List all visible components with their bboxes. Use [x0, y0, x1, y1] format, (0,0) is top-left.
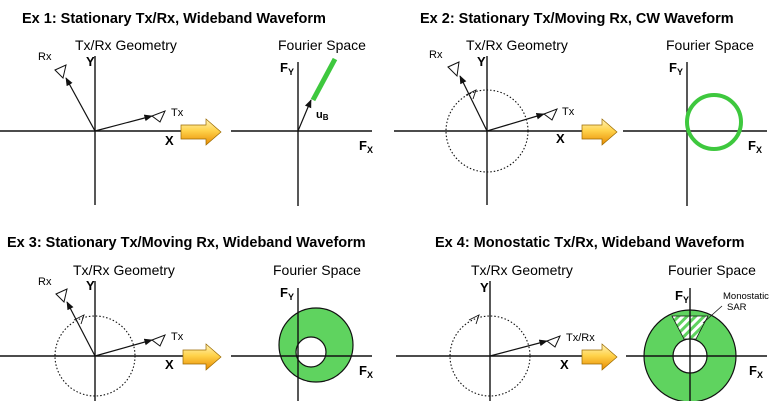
fourier-support-line [310, 57, 338, 102]
fx-label: FX [748, 138, 762, 155]
fourier-caption: Fourier Space [668, 262, 756, 278]
annotation-leader-line [702, 305, 723, 324]
rx-vector [66, 301, 96, 357]
ub-vector [297, 99, 312, 132]
fourier-caption: Fourier Space [273, 262, 361, 278]
rx-antenna-icon [447, 61, 460, 78]
txrx-antenna-icon [545, 335, 561, 348]
fy-label: FY [280, 60, 294, 77]
ub-label: uB [316, 109, 329, 122]
fy-label: FY [669, 60, 683, 77]
x-axis-label: X [556, 131, 565, 146]
x-axis-label: X [165, 133, 174, 148]
receiver-orbit-circle [445, 89, 529, 173]
tx-label: Tx [171, 107, 184, 119]
tx-vector [94, 338, 153, 357]
geometry-caption: Tx/Rx Geometry [466, 37, 568, 53]
fy-label: FY [675, 288, 689, 305]
example-3-title: Ex 3: Stationary Tx/Moving Rx, Wideband … [7, 235, 366, 251]
example-3-fourier-panel: Fourier Space FX FY [231, 262, 373, 401]
transform-arrow-4 [581, 343, 618, 371]
rx-label: Rx [38, 51, 52, 63]
geometry-caption: Tx/Rx Geometry [75, 37, 177, 53]
example-1: Ex 1: Stationary Tx/Rx, Wideband Wavefor… [0, 11, 373, 206]
tx-antenna-icon [150, 334, 166, 347]
orbit-direction-arrow [468, 314, 480, 325]
example-2: Ex 2: Stationary Tx/Moving Rx, CW Wavefo… [394, 11, 767, 206]
receiver-orbit-circle [54, 315, 136, 397]
fourier-caption: Fourier Space [278, 37, 366, 53]
tx-antenna-icon [150, 110, 166, 123]
example-2-geometry-panel: Tx/Rx Geometry X Y Rx Tx [394, 37, 582, 205]
tx-vector [486, 112, 545, 132]
example-1-fourier-panel: Fourier Space FX FY uB [231, 37, 373, 206]
y-axis-label: Y [86, 278, 95, 293]
example-1-geometry-panel: Tx/Rx Geometry X Y Rx Tx [0, 37, 196, 205]
rx-vector [65, 77, 96, 132]
transform-arrow-1 [180, 118, 222, 146]
fourier-caption: Fourier Space [666, 37, 754, 53]
tx-label: Tx [562, 106, 575, 118]
fy-label: FY [280, 285, 294, 302]
rx-antenna-icon [54, 64, 67, 79]
transform-arrow-2 [581, 118, 618, 146]
rx-label: Rx [38, 276, 52, 288]
example-4-geometry-panel: Tx/Rx Geometry X Y Tx/Rx [396, 262, 595, 401]
rx-label: Rx [429, 49, 443, 61]
geometry-caption: Tx/Rx Geometry [73, 262, 175, 278]
monostatic-annotation: Monostatic SAR [723, 291, 772, 313]
rx-antenna-icon [55, 288, 68, 303]
example-2-fourier-panel: Fourier Space FX FY [623, 37, 767, 206]
transform-arrow-3 [182, 343, 222, 371]
platform-orbit-circle [449, 315, 531, 397]
orbit-direction-arrow [465, 89, 477, 100]
txrx-label: Tx/Rx [566, 332, 595, 344]
geometry-caption: Tx/Rx Geometry [471, 262, 573, 278]
y-axis-label: Y [477, 54, 486, 69]
example-4-fourier-panel: Fourier Space Monostatic SAR FX FY [626, 262, 772, 401]
fx-label: FX [359, 138, 373, 155]
txrx-vector [489, 339, 548, 357]
example-3: Ex 3: Stationary Tx/Moving Rx, Wideband … [0, 235, 373, 401]
fx-label: FX [749, 363, 763, 380]
example-4: Ex 4: Monostatic Tx/Rx, Wideband Wavefor… [396, 235, 772, 401]
example-2-title: Ex 2: Stationary Tx/Moving Rx, CW Wavefo… [420, 11, 734, 27]
tx-vector [94, 114, 153, 132]
y-axis-label: Y [86, 54, 95, 69]
cw-fourier-ring [685, 93, 743, 151]
example-3-geometry-panel: Tx/Rx Geometry X Y Rx Tx [0, 262, 196, 401]
x-axis-label: X [560, 357, 569, 372]
fourier-annulus-inner [295, 336, 327, 368]
y-axis-label: Y [480, 280, 489, 295]
x-axis-label: X [165, 357, 174, 372]
orbit-direction-arrow [73, 314, 85, 325]
rx-vector [459, 75, 488, 132]
example-4-title: Ex 4: Monostatic Tx/Rx, Wideband Wavefor… [435, 235, 745, 251]
fx-label: FX [359, 363, 373, 380]
tx-antenna-icon [542, 108, 558, 121]
example-1-title: Ex 1: Stationary Tx/Rx, Wideband Wavefor… [22, 11, 326, 27]
tx-label: Tx [171, 331, 184, 343]
